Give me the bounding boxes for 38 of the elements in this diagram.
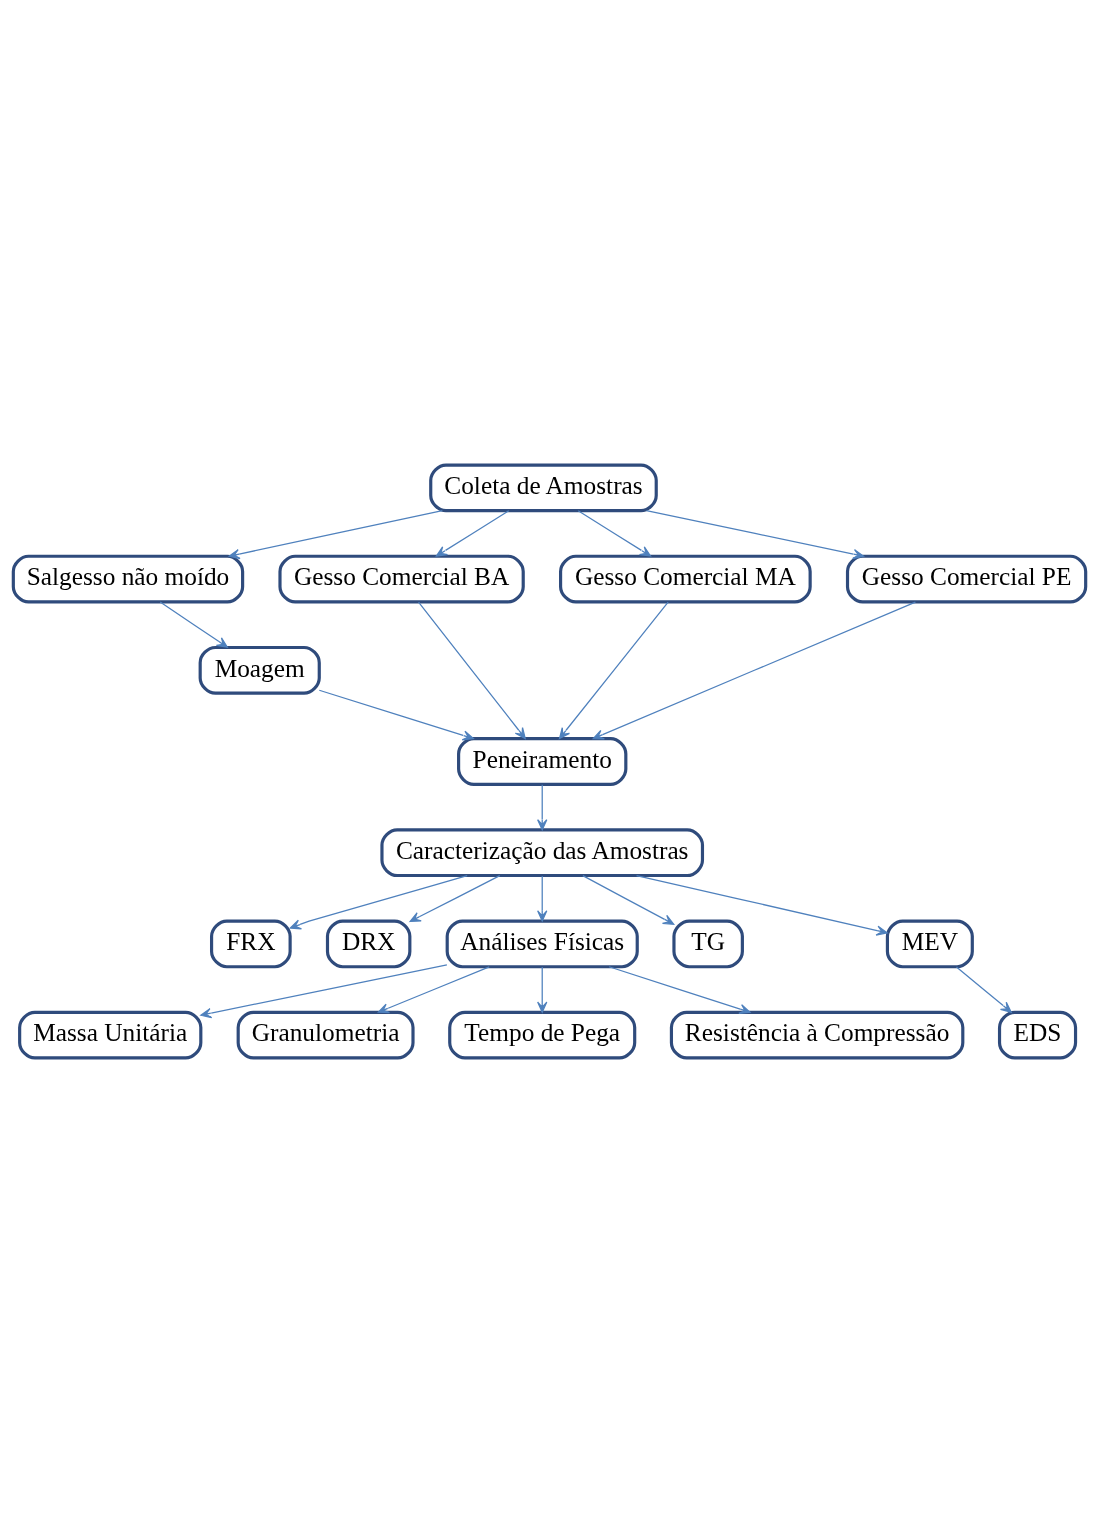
- arrow: [577, 510, 652, 557]
- arrow: [409, 875, 501, 923]
- node-box: TG: [672, 919, 744, 969]
- arrow: [228, 510, 443, 560]
- node-box: Gesso Comercial MA: [559, 554, 812, 604]
- node-box: Granulometria: [236, 1010, 415, 1060]
- node-box: Salgesso não moído: [11, 554, 245, 604]
- node-box: Resistência à Compressão: [669, 1010, 965, 1060]
- arrow: [200, 964, 448, 1019]
- node-box: MEV: [885, 919, 974, 969]
- node-box: FRX: [210, 919, 292, 969]
- arrow: [635, 874, 888, 936]
- arrow: [417, 601, 526, 740]
- arrow: [592, 601, 917, 740]
- arrow: [582, 875, 675, 925]
- node-box: Peneiramento: [457, 737, 628, 786]
- node-box: EDS: [997, 1010, 1078, 1060]
- arrow: [537, 784, 548, 831]
- arrow: [537, 875, 548, 922]
- node-box: Tempo de Pega: [448, 1010, 637, 1060]
- arrow: [608, 966, 751, 1015]
- node-box: Massa Unitária: [18, 1010, 203, 1060]
- arrow: [537, 966, 548, 1013]
- node-box: Coleta de Amostras: [429, 463, 658, 513]
- arrow: [435, 510, 510, 557]
- arrow: [645, 510, 865, 560]
- arrow: [558, 601, 669, 740]
- arrow: [377, 966, 490, 1014]
- node-box: Moagem: [198, 645, 321, 695]
- node-box: DRX: [325, 919, 412, 969]
- node-box: Análises Físicas: [445, 919, 639, 969]
- node-box: Gesso Comercial BA: [278, 554, 525, 604]
- arrow: [289, 874, 468, 930]
- arrow: [159, 601, 228, 648]
- node-box: Caracterização das Amostras: [380, 828, 705, 878]
- node-box: Gesso Comercial PE: [845, 554, 1088, 604]
- arrow: [955, 966, 1012, 1013]
- arrow: [318, 689, 474, 741]
